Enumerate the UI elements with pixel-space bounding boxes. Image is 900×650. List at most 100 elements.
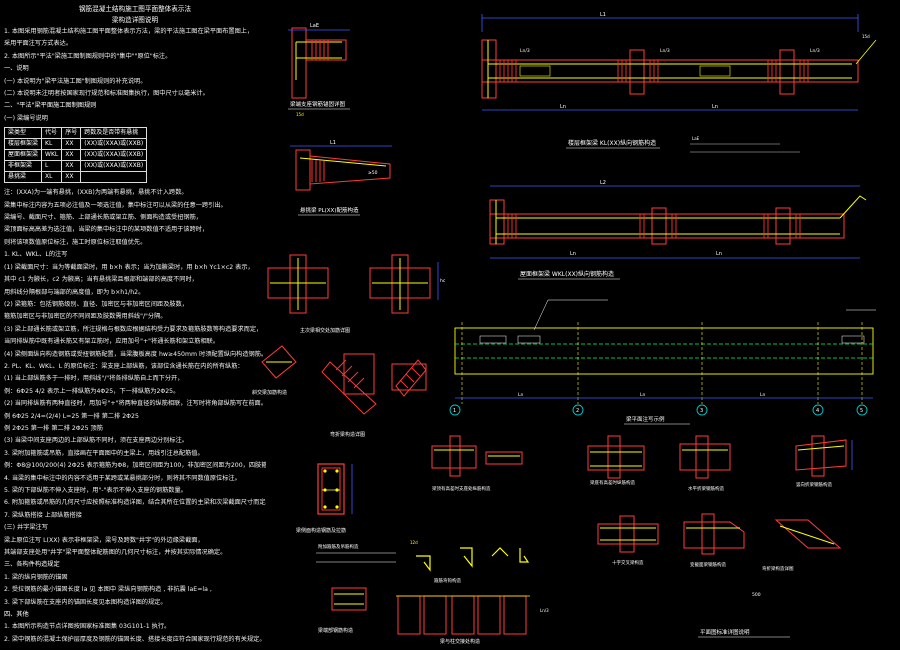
section4-line: 1. 本图所示构造节点详图按国家标准图集 03G101-1 执行。 <box>4 623 171 631</box>
notes-body-line: 则将该项数值原位标注，施工时原位标注取值优先。 <box>4 238 147 246</box>
notes-body: 注：(XXA)为一端有悬挑，(XXB)为两端有悬挑，悬挑不计入跨数。梁集中标注内… <box>4 187 266 559</box>
notes-body-line: 其端部支座处用"井字"梁平面整体配筋图的几何尺寸标注，并按其实际情况确定。 <box>4 549 227 557</box>
notes-body-line: 6. 附加箍筋或吊筋的几何尺寸应按照标准构造详图，结合其所在位置的主梁和次梁截面… <box>4 499 266 507</box>
dim-label: Ln <box>640 392 646 398</box>
notes-body-line: 例：Φ8@100/200(4) 2Φ25 表示箍筋为Φ8，加密区间距为100，非… <box>4 462 266 470</box>
dim-label: L1 <box>330 140 336 146</box>
detail-caption: 梁底有高差时纵筋构造 <box>590 479 635 486</box>
section3-line: 3. 梁下部纵筋在支座内的锚固长度见本图构造详图的规定。 <box>4 598 167 606</box>
detail-cantilever-beam: L1 ≥50 悬挑梁 PL(XX)配筋构造 <box>290 140 392 216</box>
grid-axis-label: 5 <box>860 408 863 414</box>
detail-caption: 箍筋弯钩构造 <box>434 577 461 584</box>
dim-label: Ln/3 <box>810 48 820 54</box>
dim-label: 15d <box>296 112 304 117</box>
detail-caption: 屋面框架梁 WKL(XX)纵向钢筋构造 <box>520 270 614 278</box>
detail-stirrup-hooks: 箍筋弯钩构造 12d Ln/3 梁与柱交接处构造 <box>396 540 549 645</box>
detail-beam-section: 梁侧面构造钢筋及拉筋 <box>296 463 353 534</box>
notes-body-line: 1. KL、WKL、L的注写 <box>4 251 68 259</box>
detail-beam-crossing: hc 主次梁相交处加筋详图 <box>267 254 446 334</box>
notes-body-line: (1) 梁截面尺寸：当为等截面梁时，用 b×h 表示；当为加腋梁时，用 b×h … <box>4 263 254 271</box>
notes-body-line: 例：6Φ25 4/2 表示上一排纵筋为4Φ25，下一排纵筋为2Φ25。 <box>4 387 180 395</box>
detail-caption: 弯折梁构造详图 <box>762 565 794 572</box>
general-notes-panel: 钢筋混凝土结构施工图平面整体表示法 梁构造详图说明 1. 本图采用钢筋混凝土结构… <box>3 4 266 646</box>
detail-plan-notation: 1 2 3 4 5 Ln Ln Ln 梁平面注写示例 <box>449 299 876 425</box>
dim-label: Ln <box>518 392 524 398</box>
table-header-row: 梁类型 代号 序号 跨数及是否带有悬挑 <box>3 127 148 140</box>
grid-axis-label: 4 <box>816 408 819 414</box>
detail-caption: 平面图标准详图说明 <box>700 628 750 636</box>
detail-caption: 楼层框架梁 KL(XX)纵向钢筋构造 <box>568 139 656 147</box>
notes-subtitle: 梁构造详图说明 <box>111 16 159 24</box>
section-heading-4: 四、其他 <box>4 611 29 619</box>
notes-body-line: 注：(XXA)为一端有悬挑，(XXB)为两端有悬挑，悬挑不计入跨数。 <box>4 189 188 197</box>
detail-caption: 梁侧面构造钢筋及拉筋 <box>296 527 346 534</box>
dim-label: Ln/3 <box>660 48 670 54</box>
intro-line: 1. 本图采用钢筋混凝土结构施工图平面整体表示方法，梁的平法施工图在梁平面布置图… <box>4 28 254 35</box>
note-text: LaE <box>692 136 700 141</box>
dim-label: Ln <box>716 251 722 257</box>
dim-label: hc <box>440 278 446 284</box>
dim-label: LaE <box>310 23 319 29</box>
notes-body-line: 其中 c1 为腋长，c2 为腋高；当有悬挑梁且根部和端部的高度不同时， <box>4 276 198 284</box>
grid-axis-label: 3 <box>700 408 703 414</box>
section-heading-1: 一、说明 <box>4 65 29 73</box>
detail-caption: 竖向折梁钢筋构造 <box>796 481 832 488</box>
detail-row-support-variants: 梁顶有高差时支座处纵筋构造 梁底有高差时纵筋构造 水平折梁钢筋构造 竖向折梁钢筋… <box>431 435 853 492</box>
dim-label: L2 <box>600 180 606 186</box>
intro-line: 2. 本图所示"平法"梁施工图制图规则中的"集中""原位"标注。 <box>4 52 172 60</box>
intro-line: 采用平面注写方式表达。 <box>4 40 73 48</box>
notes-body-line: 梁集中标注内容为五项必注值及一项选注值，集中标注可以从梁的任意一跨引出。 <box>4 201 227 209</box>
detail-caption: 梁平面注写示例 <box>626 415 665 423</box>
notes-body-line: (2) 梁箍筋：包括钢筋级别、直径、加密区与非加密区间距及肢数， <box>4 300 188 308</box>
notes-body-line: (3) 梁上部通长筋或架立筋，所注规格与根数应根据结构受力要求及箍筋肢数等构造要… <box>4 325 263 333</box>
notes-title: 钢筋混凝土结构施工图平面整体表示法 <box>78 5 192 13</box>
detail-caption: 梁端支座钢筋锚固详图 <box>290 100 346 108</box>
dim-label: Ln <box>570 251 576 257</box>
detail-caption: 梁顶有高差时支座处纵筋构造 <box>432 485 491 492</box>
detail-skew-beam: 斜交梁加筋构造 弯折梁构造详图 <box>252 345 427 438</box>
note-text: 500 <box>752 592 761 598</box>
notes-body-line: (1) 当上部纵筋多于一排时，用斜线"/"将各排纵筋自上而下分开， <box>4 375 184 383</box>
detail-caption: 主次梁相交处加筋详图 <box>300 327 350 334</box>
table-cell: XL <box>41 171 63 184</box>
detail-caption: 十字交叉梁构造 <box>612 559 644 566</box>
section-heading-3: 三、各构件构造规定 <box>4 561 60 569</box>
notes-body-line: 2. PL、KL、WKL、L 的原位标注：梁支座上部纵筋，该部位含通长筋在内的所… <box>4 362 244 370</box>
beam-code-table: 梁类型 代号 序号 跨数及是否带有悬挑 楼层框架梁 KL XX (XX)或(XX… <box>3 127 148 184</box>
notes-body-line: 3. 梁附加箍筋或吊筋，直接画在平面图中的主梁上，用线引注总配筋值。 <box>4 449 204 457</box>
detail-wkl-longitudinal: Ln Ln L2 屋面框架梁 WKL(XX)纵向钢筋构造 <box>489 180 867 280</box>
table-cell: WKL <box>41 149 63 162</box>
detail-caption: 弯折梁构造详图 <box>330 431 365 438</box>
section1-line: (二) 本说明未注明者按国家现行规范和标准图集执行，图中尺寸以毫米计。 <box>4 90 209 98</box>
section3-line: 2. 受拉钢筋的最小锚固长度 la 见 本图中 梁纵向钢筋构造 , 非抗震 la… <box>4 586 212 594</box>
detail-hanger-bars: 附加箍筋及吊筋构造 梁端部钢筋构造 <box>316 543 396 634</box>
column-outline <box>291 27 307 99</box>
table-cell <box>80 171 148 184</box>
dim-label: L1 <box>600 12 606 18</box>
notes-body-line: (4) 梁侧面纵向构造钢筋或受扭钢筋配置，当梁腹板高度 hw≥450mm 时须配… <box>4 350 266 358</box>
notes-body-line: 例 2Φ25 第一排 第二排 2Φ25 顶筋 <box>4 424 103 432</box>
table-row: 非框架梁 L XX (XX)或(XXA)或(XXB) <box>3 160 148 173</box>
section-heading-2: 二、"平法"梁平面施工图制图规则 <box>4 102 97 110</box>
notes-body-line: (2) 当同排纵筋有两种直径时，用加号"+"将两种直径的纵筋相联，注写时将角部纵… <box>4 400 266 408</box>
grid-axis-label: 2 <box>576 408 579 414</box>
notes-body-line: (三) 井字梁注写 <box>4 524 48 532</box>
notes-body-line: 梁编号、截面尺寸、箍筋、上部通长筋或架立筋、侧面构造或受扭钢筋， <box>4 214 202 222</box>
notes-body-line: 箍筋加密区与非加密区的不同间距及肢数需用斜线"/"分隔。 <box>4 313 167 321</box>
note-text: 附加箍筋及吊筋构造 <box>318 543 359 550</box>
detail-kl-longitudinal: Ln Ln L1 Ln/3 Ln/3 Ln/3 15d 楼层框架梁 KL(XX)… <box>481 12 877 153</box>
notes-body-line: 梁顶面标高高差为选注值，当梁的集中标注中的某项数值不适用于该跨时， <box>4 226 209 234</box>
section1-line: (一) 本说明为"梁平法施工图"制图规则的补充说明。 <box>4 77 147 85</box>
section4-line: 2. 梁中钢筋的混凝土保护层厚度及钢筋的锚固长度、搭接长度应符合国家现行规范的有… <box>4 635 266 643</box>
dim-label: Ln/3 <box>520 48 530 54</box>
notes-body-line: 用斜线分隔根部与端部的高度值，即为 b×h1/h2。 <box>4 288 145 296</box>
notes-body-line: 5. 梁的下部纵筋不伸入支座时，用"-"表示不伸入支座的钢筋数量。 <box>4 487 187 494</box>
detail-row-special-beams: 十字交叉梁构造 变截面梁钢筋构造 弯折梁构造详图 500 平面图标准详图说明 <box>597 513 842 638</box>
detail-caption: 梁与柱交接处构造 <box>440 638 480 645</box>
notes-body-line: 例 6Φ25 2/4=(2/4) L=25 第一排 第二排 2Φ25 <box>4 412 139 420</box>
note-text: Ln/3 <box>540 608 549 613</box>
detail-caption: 斜交梁加筋构造 <box>252 389 287 396</box>
notes-body-line: 梁上原位注写 L(XX) 表示非框架梁，梁号及跨数"井字"的外边缘梁截面， <box>4 536 204 544</box>
